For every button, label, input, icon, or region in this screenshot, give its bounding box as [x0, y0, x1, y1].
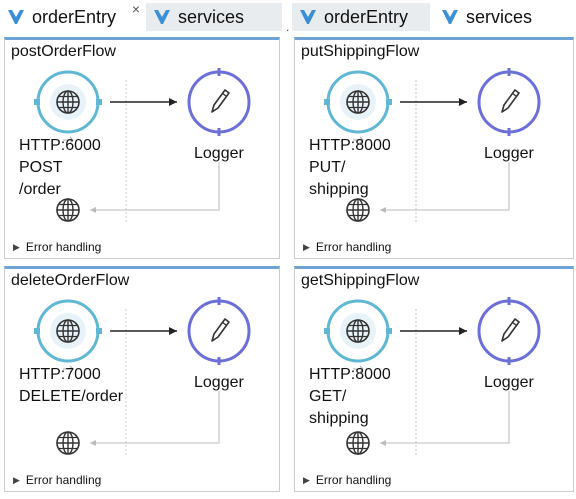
- tab-services-2[interactable]: services: [434, 3, 576, 31]
- tab-label: orderEntry: [324, 6, 409, 27]
- http-label-line: HTTP:8000: [309, 366, 391, 383]
- logger-node[interactable]: [477, 297, 541, 365]
- flow-diagram: [324, 68, 541, 222]
- expand-triangle-icon: ▶: [303, 474, 310, 485]
- error-handling-toggle[interactable]: ▶ Error handling: [13, 240, 101, 254]
- globe-icon: [56, 431, 80, 455]
- arrow-head: [459, 98, 467, 106]
- pencil-icon: [501, 89, 520, 113]
- mule-icon: [442, 10, 458, 24]
- globe-icon: [56, 90, 80, 114]
- editor-tab-bar: orderEntry × services . orderEntry servi…: [0, 0, 576, 34]
- tab-separator: .: [286, 20, 290, 34]
- close-tab-icon[interactable]: ×: [131, 1, 140, 17]
- logger-node[interactable]: [477, 68, 541, 136]
- tab-label: services: [466, 6, 533, 27]
- http-label-line: GET/: [309, 388, 347, 405]
- flow-title: deleteOrderFlow: [11, 272, 130, 289]
- http-label-line: PUT/: [309, 159, 346, 176]
- logger-node[interactable]: [187, 68, 251, 136]
- http-label-line: HTTP:6000: [19, 137, 101, 154]
- logger-label: Logger: [484, 374, 534, 391]
- globe-icon: [56, 198, 80, 222]
- tab-services-1[interactable]: services: [146, 3, 282, 31]
- arrow-head: [459, 327, 467, 335]
- error-handling-label: Error handling: [25, 473, 102, 487]
- globe-icon: [346, 319, 370, 343]
- globe-icon: [346, 198, 370, 222]
- mule-icon: [154, 10, 170, 24]
- flow-title: postOrderFlow: [11, 43, 116, 60]
- tab-label: orderEntry: [32, 6, 117, 27]
- error-handling-label: Error handling: [315, 240, 392, 254]
- tab-label: services: [178, 6, 245, 27]
- flow-diagram: [34, 297, 251, 455]
- flow-diagram: [34, 68, 251, 222]
- pencil-icon: [501, 318, 520, 342]
- logger-label: Logger: [194, 145, 244, 162]
- globe-icon: [346, 431, 370, 455]
- pencil-icon: [211, 318, 230, 342]
- expand-triangle-icon: ▶: [13, 474, 20, 485]
- pencil-icon: [211, 89, 230, 113]
- tab-orderentry-2[interactable]: orderEntry: [292, 3, 430, 31]
- flow-diagram: [324, 297, 541, 455]
- globe-icon: [56, 319, 80, 343]
- http-label-line: shipping: [309, 181, 369, 198]
- arrow-head: [169, 98, 177, 106]
- mule-icon: [300, 10, 316, 24]
- exchange-icon: [63, 365, 74, 373]
- flow-title: getShippingFlow: [301, 272, 420, 289]
- flow-panel-putShippingFlow[interactable]: putShippingFlow: [294, 37, 574, 259]
- globe-icon: [346, 90, 370, 114]
- error-handling-toggle[interactable]: ▶ Error handling: [303, 240, 391, 254]
- http-label-line: /order: [19, 181, 61, 198]
- logger-label: Logger: [194, 374, 244, 391]
- error-handling-toggle[interactable]: ▶ Error handling: [13, 473, 101, 487]
- http-label-line: POST: [19, 159, 63, 176]
- error-handling-toggle[interactable]: ▶ Error handling: [303, 473, 391, 487]
- arrow-head: [169, 327, 177, 335]
- logger-label: Logger: [484, 145, 534, 162]
- http-label-line: HTTP:7000: [19, 366, 101, 383]
- http-label-line: HTTP:8000: [309, 137, 391, 154]
- exchange-icon: [353, 136, 364, 144]
- http-label-line: shipping: [309, 410, 369, 427]
- flow-title: putShippingFlow: [301, 43, 420, 60]
- flow-panel-getShippingFlow[interactable]: getShippingFlow: [294, 266, 574, 492]
- error-handling-label: Error handling: [25, 240, 102, 254]
- logger-node[interactable]: [187, 297, 251, 365]
- error-handling-label: Error handling: [315, 473, 392, 487]
- exchange-icon: [353, 365, 364, 373]
- expand-triangle-icon: ▶: [13, 241, 20, 252]
- http-label-line: DELETE/order: [19, 388, 124, 405]
- expand-triangle-icon: ▶: [303, 241, 310, 252]
- flow-panel-postOrderFlow[interactable]: postOrderFlow: [4, 37, 280, 259]
- tab-orderentry-1[interactable]: orderEntry ×: [0, 1, 142, 31]
- flow-panel-deleteOrderFlow[interactable]: deleteOrderFlow: [4, 266, 280, 492]
- mule-icon: [8, 10, 24, 24]
- exchange-icon: [63, 136, 74, 144]
